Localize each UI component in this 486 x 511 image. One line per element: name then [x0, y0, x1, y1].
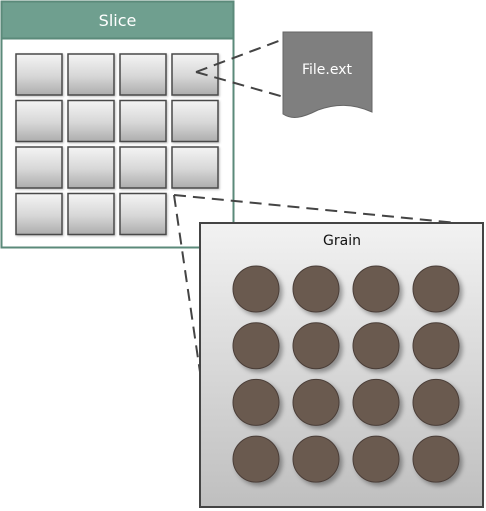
slice-tile — [171, 146, 219, 189]
slice-panel: Slice — [0, 0, 235, 249]
slice-header — [0, 0, 235, 40]
grain-dot — [412, 435, 460, 483]
grain-dot — [412, 265, 460, 313]
slice-tile — [171, 53, 219, 96]
grain-dot — [292, 435, 340, 483]
grain-dot — [412, 322, 460, 370]
slice-tile — [119, 53, 167, 96]
slice-title: Slice — [99, 11, 137, 30]
slice-tile — [15, 99, 63, 143]
slice-tile — [119, 146, 167, 189]
slice-tile — [171, 99, 219, 143]
file-label: File.ext — [302, 62, 353, 78]
grain-dot — [352, 265, 400, 313]
slice-tile — [15, 146, 63, 189]
slice-tile — [15, 192, 63, 236]
slice-tile — [67, 146, 115, 189]
grain-dot — [292, 378, 340, 426]
slice-tile-grid — [15, 53, 219, 236]
file-document-shape — [282, 31, 373, 118]
grain-dot — [292, 265, 340, 313]
grain-dot — [412, 378, 460, 426]
file-callout-connector — [195, 38, 285, 98]
slice-tile — [67, 192, 115, 236]
grain-panel: Grain — [199, 222, 484, 508]
grain-dot — [292, 322, 340, 370]
slice-tile — [119, 192, 167, 236]
grain-dot — [352, 322, 400, 370]
file-document: File.ext — [282, 31, 373, 118]
slice-tile — [119, 99, 167, 143]
grain-title: Grain — [323, 233, 361, 249]
slice-tile — [15, 53, 63, 96]
slice-tile — [67, 99, 115, 143]
grain-dot — [232, 265, 280, 313]
grain-dot-grid — [232, 265, 460, 483]
grain-zoom-connector — [173, 194, 458, 373]
grain-dot — [232, 378, 280, 426]
grain-dot — [232, 435, 280, 483]
grain-dot — [352, 435, 400, 483]
slice-tile — [67, 53, 115, 96]
grain-dot — [232, 322, 280, 370]
grain-dot — [352, 378, 400, 426]
